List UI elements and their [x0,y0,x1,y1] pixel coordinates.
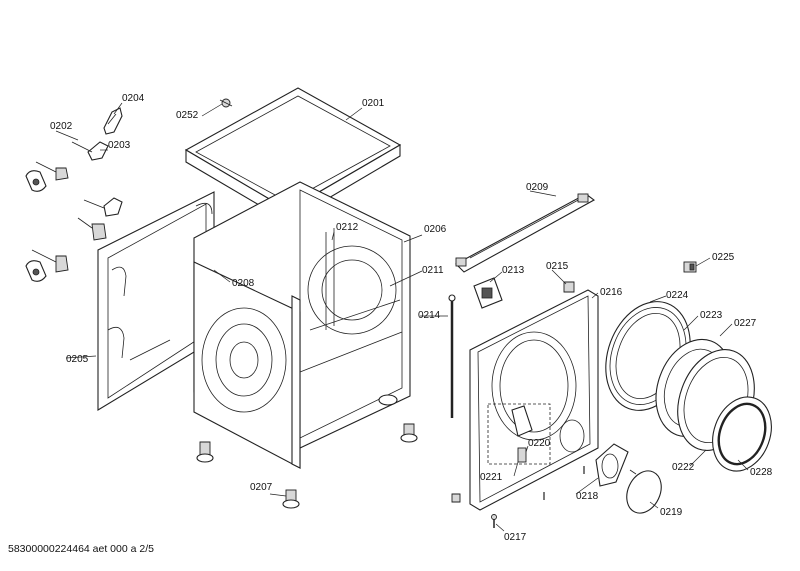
fixing-parts-left [25,98,233,282]
label-0202: 0202 [50,121,73,132]
cover-0219 [626,469,662,514]
part-labels: 0201 0202 0203 0204 0205 0206 0207 0208 … [50,93,773,543]
hinge-0218 [595,443,629,487]
label-0219: 0219 [660,507,683,518]
label-0227: 0227 [734,318,757,329]
label-0203: 0203 [108,140,131,151]
label-0209: 0209 [526,182,549,193]
rod-0214 [448,294,456,418]
clip-0225 [683,261,697,273]
top-rail-0209 [455,193,596,273]
label-0252: 0252 [176,110,199,121]
label-0223: 0223 [700,310,723,321]
label-0214: 0214 [418,310,441,321]
label-0204: 0204 [122,93,145,104]
label-0216: 0216 [600,287,623,298]
leader-lines [55,102,749,532]
label-0215: 0215 [546,261,569,272]
document-id-footer: 58300000224464 aet 000 a 2/5 [8,543,154,555]
label-0228: 0228 [750,467,773,478]
side-panel-0205 [97,191,215,411]
front-panel-0216 [451,281,599,511]
label-0220: 0220 [528,438,551,449]
label-0225: 0225 [712,252,735,263]
label-0201: 0201 [362,98,385,109]
foot-0207 [282,489,300,509]
label-0206: 0206 [424,224,447,235]
label-0221: 0221 [480,472,503,483]
label-0217: 0217 [504,532,527,543]
label-0212: 0212 [336,222,359,233]
cabinet-0206 [193,181,418,469]
screw-0217 [491,466,585,528]
label-0211: 0211 [422,265,444,276]
door-rings [605,301,772,472]
label-0218: 0218 [576,491,599,502]
label-0207: 0207 [250,482,273,493]
label-0222: 0222 [672,462,695,473]
label-0205: 0205 [66,354,89,365]
label-0224: 0224 [666,290,689,301]
label-0213: 0213 [502,265,525,276]
label-0208: 0208 [232,278,255,289]
module-0213 [473,277,503,309]
